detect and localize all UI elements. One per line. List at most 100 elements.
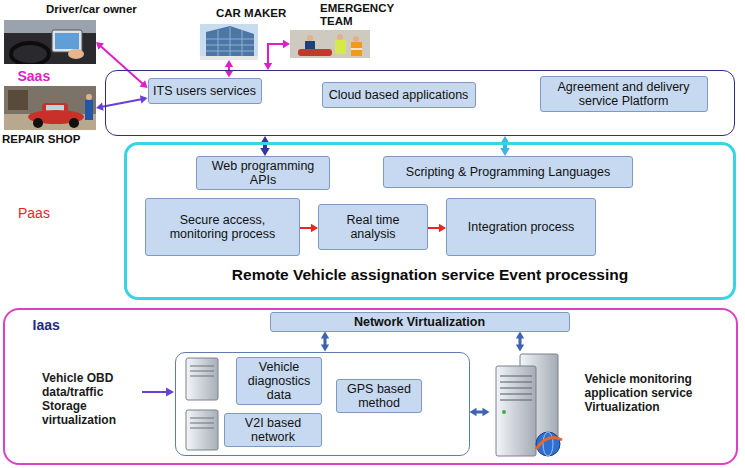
process-box: Secure access, monitoring process	[145, 198, 300, 256]
arrow-head	[311, 224, 318, 232]
storage-arrow-head	[166, 388, 174, 397]
process-box: Real time analysis	[318, 204, 428, 250]
photo-illustration	[4, 20, 96, 64]
server-node: Vehicle monitoring application service V…	[490, 352, 565, 458]
sky	[200, 24, 258, 60]
process-box: V2I based network	[224, 413, 322, 447]
ground	[200, 56, 258, 60]
layer-title: Remote Vehicle assignation service Event…	[134, 266, 726, 284]
connector	[264, 40, 290, 70]
arrow-head	[283, 40, 290, 48]
server-slot	[500, 399, 532, 400]
arrow-head	[96, 42, 104, 50]
layer-label: Paas	[18, 205, 78, 221]
tablet-screen	[55, 33, 79, 49]
connector	[321, 332, 329, 352]
photo-node: Driver/car owner	[4, 20, 96, 64]
role-label: EMERGENCY TEAM	[320, 2, 415, 28]
rescuer	[351, 42, 362, 56]
arrow-head	[483, 408, 490, 416]
photo-illustration	[290, 30, 370, 58]
arrow-head	[139, 80, 147, 88]
arrow-head	[516, 332, 524, 339]
arrow-head	[439, 224, 446, 232]
connector	[470, 408, 490, 416]
connector	[260, 136, 270, 156]
steering-wheel	[11, 43, 49, 64]
box-label: Cloud based applications	[329, 88, 469, 102]
arrow-head	[516, 345, 524, 352]
server-slot	[190, 428, 214, 429]
globe-meridian	[543, 432, 553, 456]
server-slot	[190, 423, 214, 424]
role-label: Driver/car owner	[46, 3, 166, 16]
server-icon	[186, 358, 218, 400]
connector	[428, 224, 446, 232]
arrow-head	[260, 148, 270, 156]
photo-illustration	[490, 352, 565, 458]
arrow-head	[225, 71, 233, 78]
reflective-stripe	[351, 48, 362, 50]
layer-label: Saas	[18, 68, 78, 84]
rescuer	[335, 40, 346, 54]
photo-node: CAR MAKER	[200, 24, 258, 60]
server-slot	[500, 387, 532, 388]
box-label: Vehicle diagnostics data	[241, 360, 317, 402]
photo-node: REPAIR SHOP	[4, 86, 96, 130]
connector-line	[101, 99, 143, 107]
process-box: GPS based method	[336, 379, 422, 413]
box-label: Scripting & Programming Languages	[406, 165, 610, 179]
rescuer-head	[307, 35, 313, 41]
photo-illustration	[4, 86, 96, 130]
window-line	[242, 30, 243, 56]
tool-shelf	[8, 90, 28, 110]
arrow-head	[470, 408, 477, 416]
car-wheel	[69, 118, 79, 128]
process-box: ITS users services	[148, 78, 262, 104]
arrow-head	[96, 103, 104, 111]
box-label: GPS based method	[341, 382, 417, 410]
layer-band: PaasRemote Vehicle assignation service E…	[124, 142, 736, 300]
server-tower	[496, 366, 536, 456]
photo-background	[4, 86, 96, 130]
server-slot	[500, 375, 532, 376]
globe-swoosh	[536, 437, 562, 449]
rescuer-head	[337, 34, 343, 40]
box-label: Network Virtualization	[354, 315, 485, 329]
connector	[500, 136, 510, 156]
arrow-head	[321, 332, 329, 339]
process-box: Agreement and delivery service Platform	[540, 76, 708, 112]
box-label: Agreement and delivery service Platform	[545, 80, 703, 108]
process-box: Scripting & Programming Languages	[383, 156, 633, 188]
connector	[300, 224, 318, 232]
photo-background	[4, 20, 96, 64]
connector	[225, 60, 233, 78]
server-slot	[190, 366, 214, 367]
process-box: Web programming APIs	[196, 156, 330, 190]
arrow-head	[225, 60, 233, 67]
connector-line	[268, 44, 285, 65]
arrow-head	[500, 148, 510, 156]
process-box: Integration process	[446, 198, 596, 256]
rescuer	[305, 41, 315, 49]
patient	[298, 49, 332, 56]
mechanic-head	[86, 94, 92, 100]
role-label: CAR MAKER	[216, 7, 316, 20]
layer-label: Iaas	[33, 317, 93, 333]
connector	[96, 95, 148, 111]
tablet	[52, 30, 82, 52]
storage-group: Vehicle OBD data/traffic Storage virtual…	[175, 352, 470, 456]
photo-illustration	[200, 24, 258, 60]
connector-line	[100, 45, 144, 84]
process-box: Cloud based applications	[322, 82, 476, 108]
hand	[68, 49, 84, 59]
storage-arrow	[142, 388, 174, 397]
server-label: Vehicle monitoring application service V…	[585, 372, 735, 414]
server-slot	[190, 418, 214, 419]
server-icon	[186, 410, 218, 450]
layer-band: Iaas Network VirtualizationVehicle OBD da…	[3, 308, 738, 465]
layer-band: SaasITS users servicesCloud based applic…	[105, 70, 735, 136]
connector	[516, 332, 524, 352]
box-label: Real time analysis	[323, 213, 423, 241]
mechanic	[85, 100, 93, 120]
